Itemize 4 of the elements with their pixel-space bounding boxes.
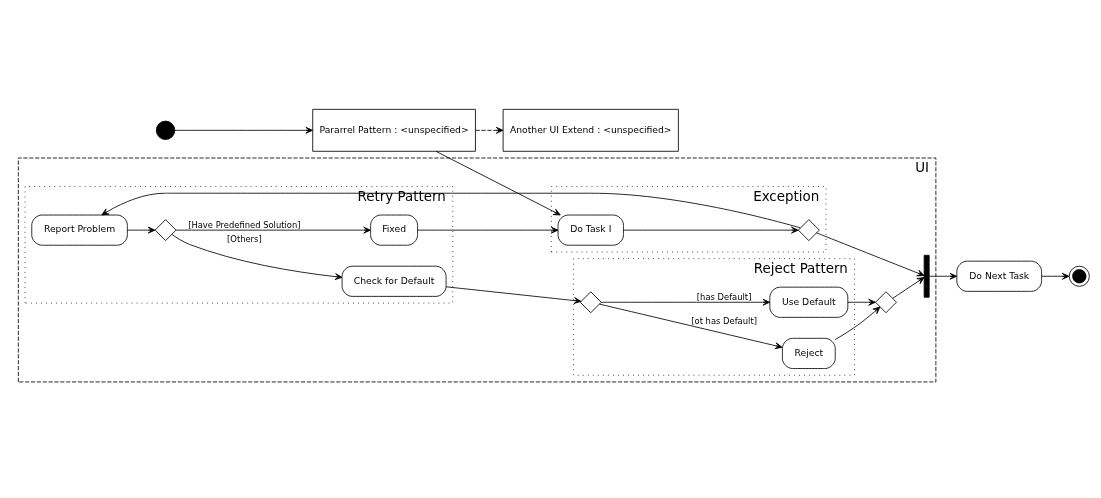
edge-label: [has Default]: [696, 291, 752, 302]
edge-label: [ot has Default]: [691, 316, 757, 327]
edge-label: [Have Predefined Solution]: [188, 219, 301, 230]
edge-label: [Others]: [227, 233, 262, 244]
